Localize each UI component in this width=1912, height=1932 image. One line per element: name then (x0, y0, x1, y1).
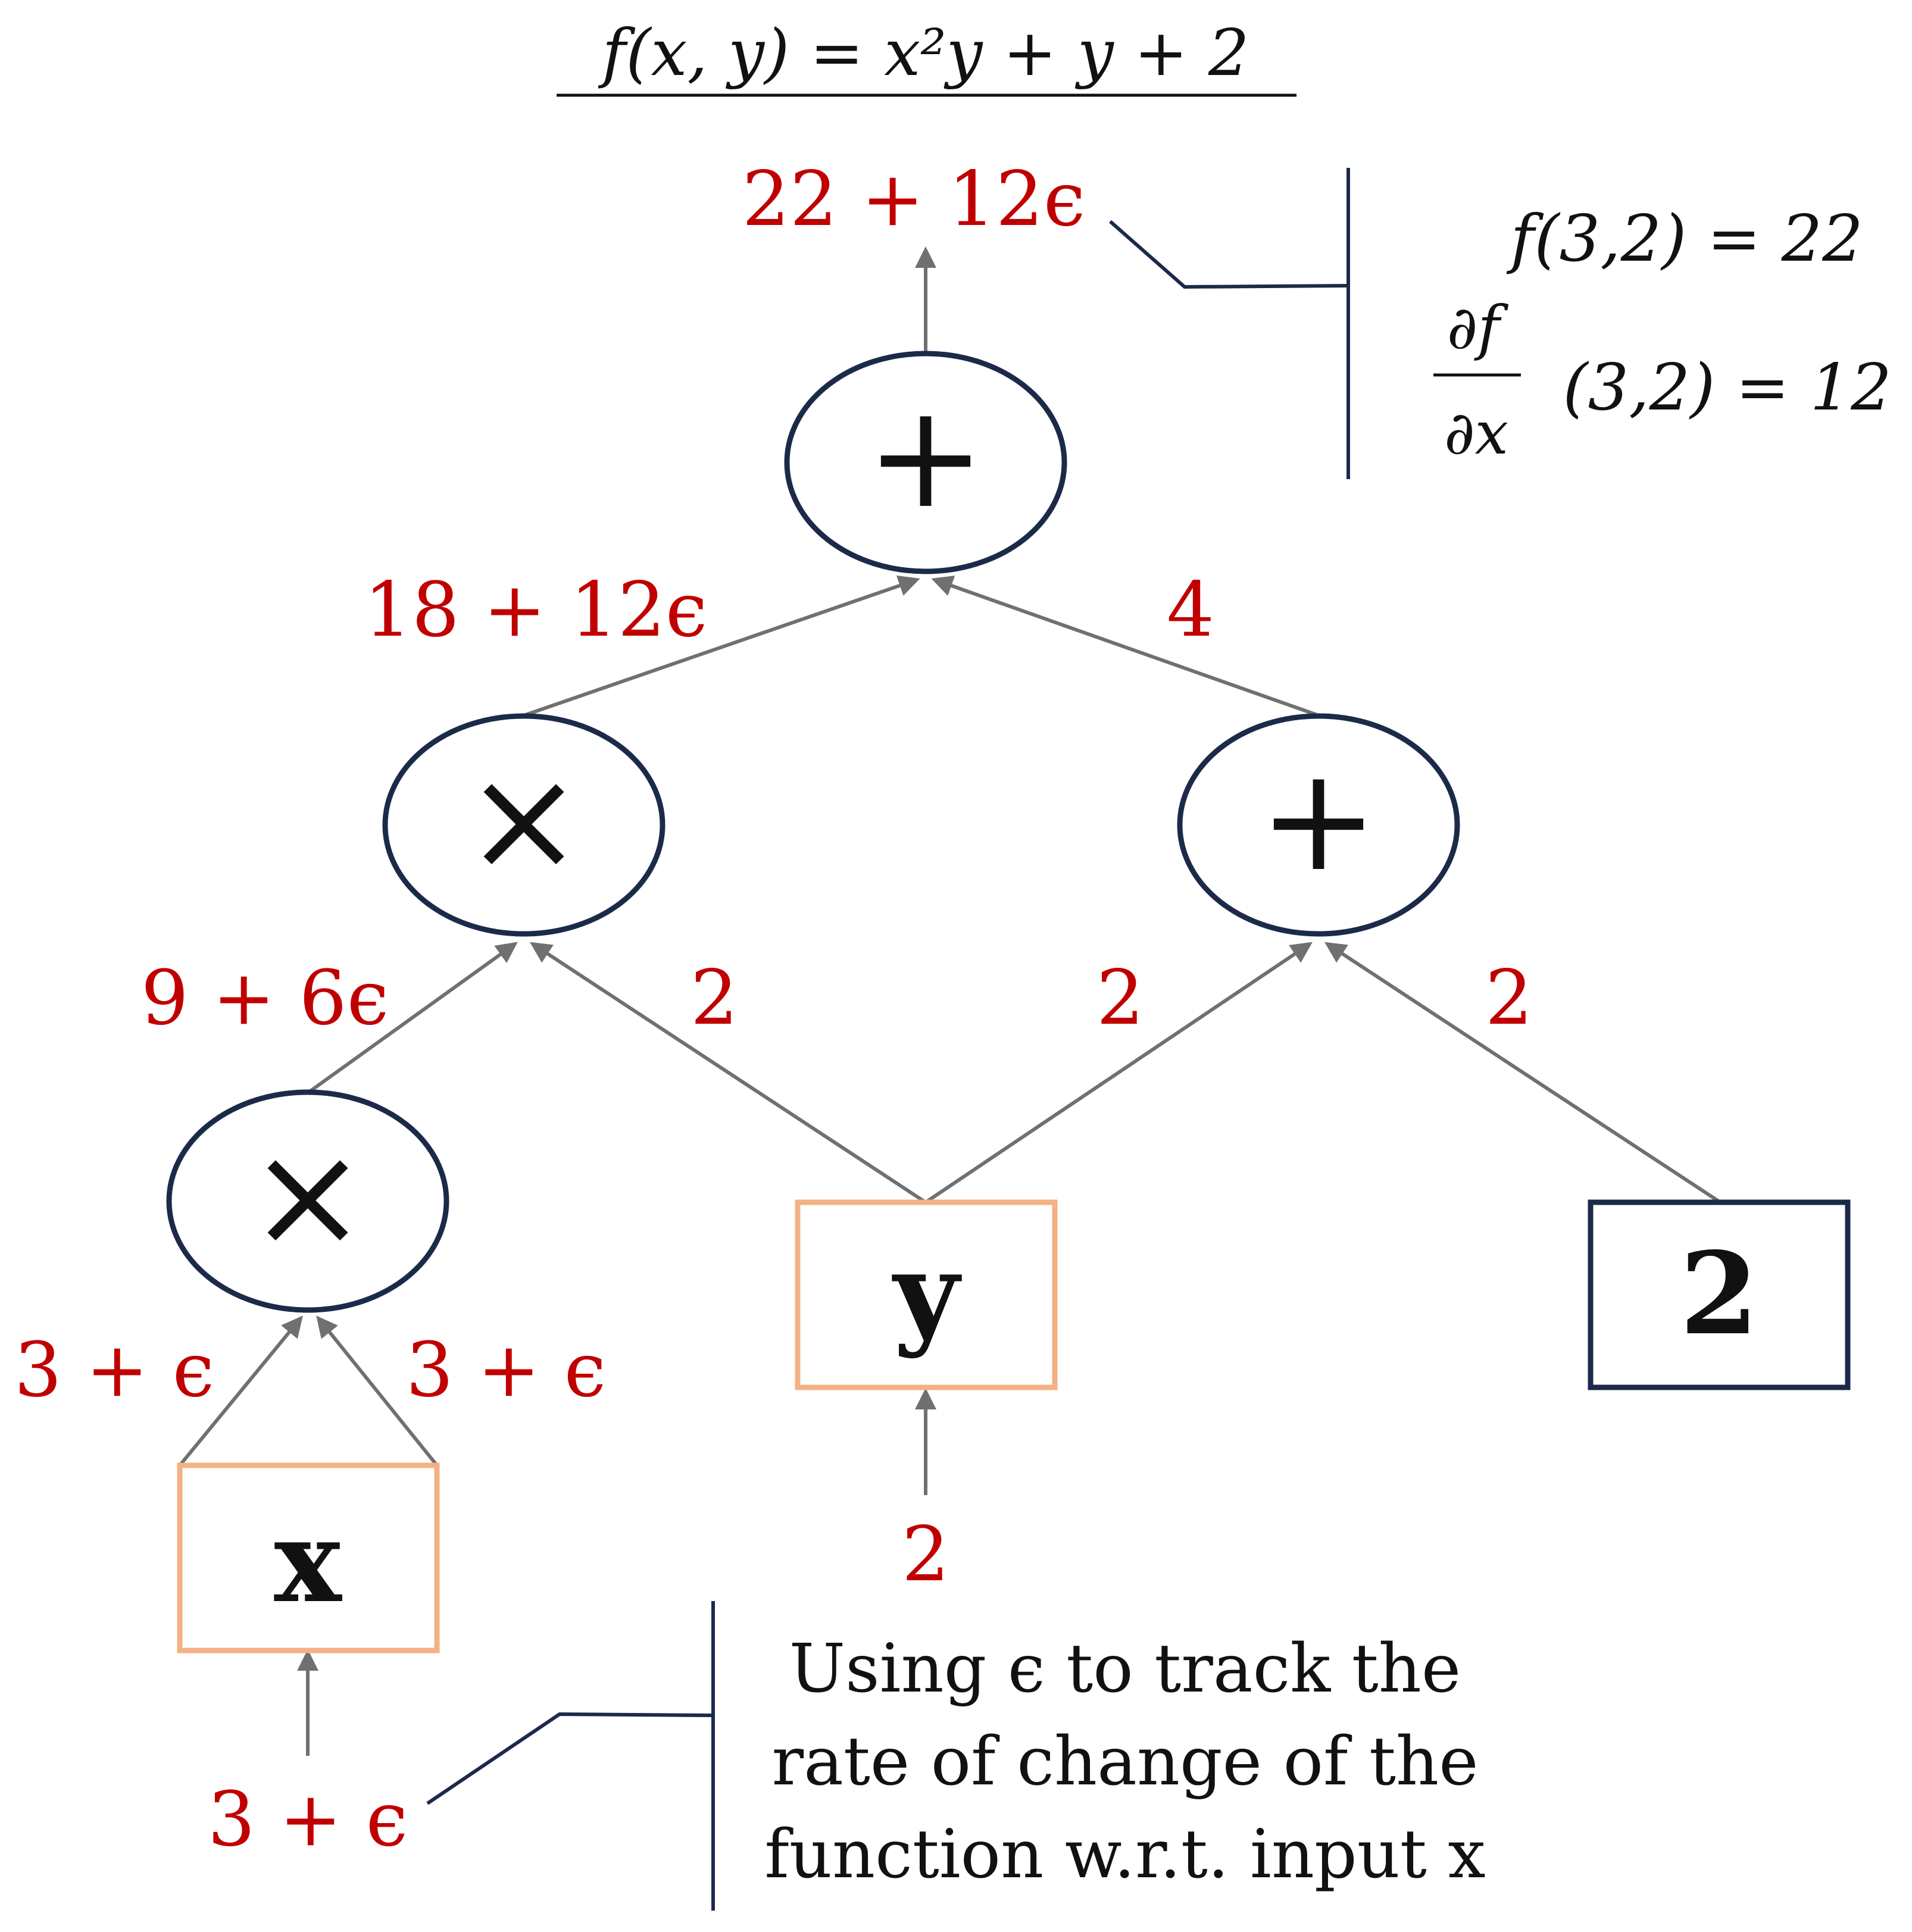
edge-const-to-plus-right (1324, 942, 1722, 1204)
node-top-plus: + (784, 351, 1067, 574)
node-mul-upper: × (382, 713, 666, 937)
value-x-left: 3 + ϵ (14, 1326, 214, 1414)
edge-mul-lower-to-mul-upper (308, 942, 518, 1093)
edge-x-left-to-mul-lower (178, 1315, 303, 1467)
epsilon-note-line2: rate of change of the (772, 1723, 1479, 1800)
plus-right-symbol: + (1258, 736, 1378, 903)
value-y-to-plus: 2 (1096, 954, 1144, 1042)
result-annotation: f(3,2) = 22 ∂f ∂x (3,2) = 12 (1109, 168, 1892, 479)
input-box-x: x (177, 1462, 440, 1653)
edge-mul-upper-to-top (523, 575, 920, 717)
edge-value-labels: 22 + 12ϵ 18 + 12ϵ 4 9 + 6ϵ 2 2 2 3 + ϵ 3… (14, 155, 1533, 1863)
result-value-line: f(3,2) = 22 (1506, 202, 1863, 276)
value-x-right: 3 + ϵ (406, 1326, 606, 1414)
epsilon-note-line1: Using ϵ to track the (789, 1630, 1461, 1708)
value-x-input: 3 + ϵ (208, 1775, 408, 1863)
node-mul-lower: × (166, 1089, 449, 1313)
edges (178, 246, 1722, 1756)
mul-upper-symbol: × (464, 736, 583, 903)
partial-numerator: ∂f (1447, 293, 1509, 362)
value-mul-upper-out: 18 + 12ϵ (364, 566, 708, 654)
epsilon-annotation: Using ϵ to track the rate of change of t… (426, 1601, 1486, 1911)
edge-plus-right-to-top (931, 576, 1319, 717)
function-title: f(x, y) = x²y + y + 2 (598, 16, 1249, 90)
value-output: 22 + 12ϵ (742, 155, 1086, 243)
input-y-label: y (892, 1227, 962, 1360)
input-box-y: y (795, 1199, 1058, 1390)
partial-value: (3,2) = 12 (1563, 351, 1892, 425)
edge-x-right-to-mul-lower (316, 1315, 439, 1467)
mul-lower-symbol: × (248, 1112, 367, 1279)
value-y-to-mul: 2 (691, 954, 738, 1042)
epsilon-note-line3: function w.r.t. input x (764, 1816, 1485, 1893)
partial-denominator: ∂x (1444, 398, 1508, 468)
constant-box-2: 2 (1588, 1199, 1851, 1390)
value-y-input: 2 (902, 1511, 949, 1598)
value-plus-right-out: 4 (1167, 566, 1214, 654)
top-plus-symbol: + (866, 373, 985, 540)
edge-y-to-mul-upper (529, 942, 927, 1204)
result-callout-line (1109, 220, 1349, 289)
edge-y-to-plus-right (924, 942, 1313, 1204)
constant-2-label: 2 (1680, 1227, 1758, 1360)
value-const-to-plus: 2 (1485, 954, 1533, 1042)
value-mul-lower-out: 9 + 6ϵ (141, 954, 389, 1042)
input-x-label: x (274, 1495, 342, 1628)
epsilon-callout-line (426, 1712, 714, 1805)
node-plus-right: + (1177, 713, 1460, 937)
